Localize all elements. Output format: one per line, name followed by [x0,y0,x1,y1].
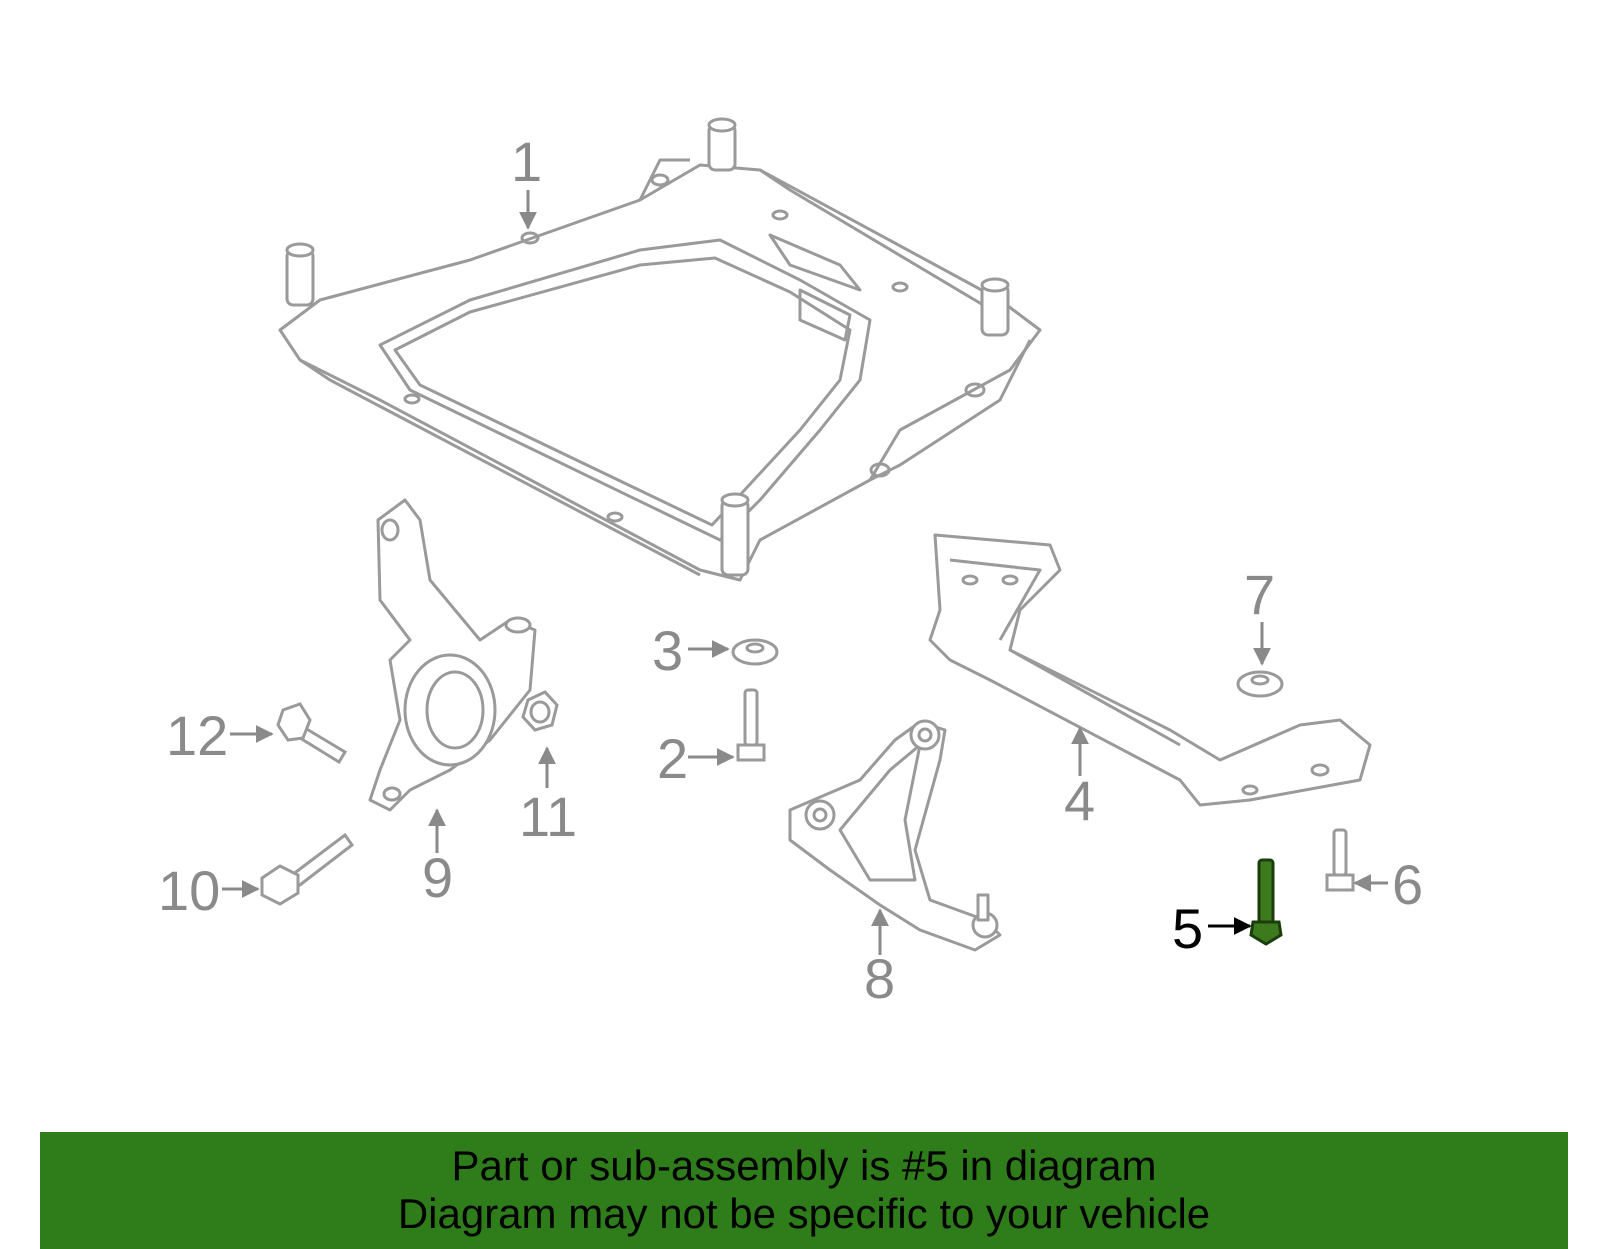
callout-8: 8 [864,947,895,1010]
washer-part-7[interactable] [1236,670,1284,698]
callout-7: 7 [1244,563,1275,626]
callout-12: 12 [166,704,228,767]
banner-line-2: Diagram may not be specific to your vehi… [397,1190,1211,1237]
callout-3: 3 [652,619,683,682]
callout-9: 9 [422,846,453,909]
bolt-part-10[interactable] [260,832,355,906]
info-banner: Part or sub-assembly is #5 in diagram Di… [40,1132,1568,1249]
callout-5: 5 [1172,897,1203,960]
callout-arrows [222,190,1388,955]
callout-6: 6 [1392,853,1423,916]
steering-knuckle-part-9[interactable] [368,498,537,812]
nut-part-11[interactable] [521,690,559,732]
crossmember-part-1[interactable] [278,117,1042,582]
bolt-part-12[interactable] [276,702,348,765]
banner-line-1: Part or sub-assembly is #5 in diagram [451,1142,1157,1189]
cross-bar-part-4[interactable] [928,533,1372,807]
bolt-part-2[interactable] [736,688,766,762]
washer-part-3[interactable] [731,638,779,666]
callout-10: 10 [158,859,220,922]
parts-diagram: 1 2 3 4 5 6 7 8 9 10 11 12 [158,117,1423,1010]
bolt-part-5[interactable] [1249,858,1283,946]
callout-2: 2 [657,727,688,790]
callout-4: 4 [1064,769,1095,832]
callout-1: 1 [511,130,542,193]
callout-11: 11 [519,785,577,848]
lower-control-arm-part-8[interactable] [788,719,1002,952]
bolt-part-6[interactable] [1325,828,1355,892]
